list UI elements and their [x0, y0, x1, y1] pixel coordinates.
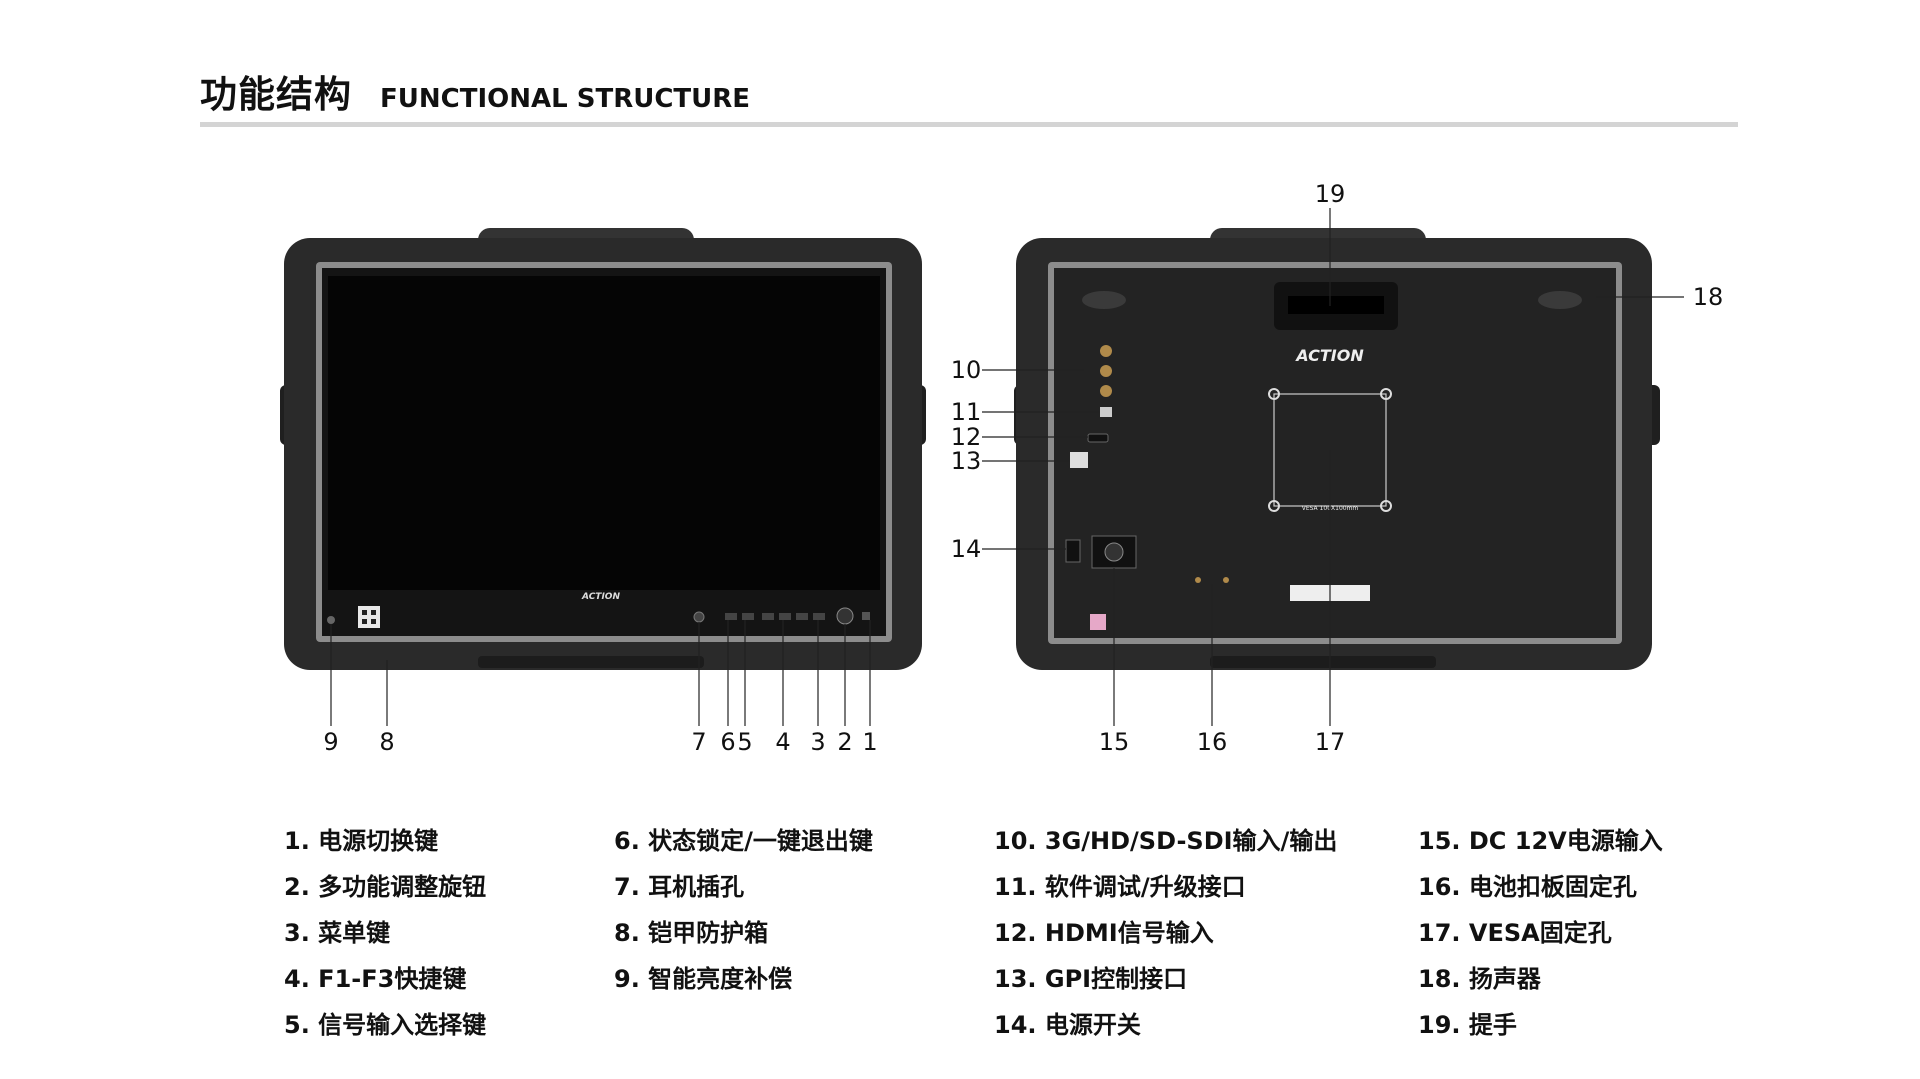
qr-code-icon — [358, 606, 380, 628]
legend-item: 18. 扬声器 — [1418, 965, 1541, 993]
speaker-right-icon — [1538, 291, 1582, 309]
front-brand-logo: ACTION — [581, 592, 620, 602]
front-screen — [328, 276, 880, 590]
page-header: 功能结构 FUNCTIONAL STRUCTURE — [200, 58, 750, 118]
menu-button — [813, 613, 825, 620]
legend-item: 4. F1-F3快捷键 — [284, 965, 467, 993]
gpi-port-icon — [1070, 452, 1088, 468]
legend-item: 9. 智能亮度补偿 — [614, 965, 793, 993]
callout-11: 11 — [951, 398, 982, 426]
back-brand-logo: ACTION — [1294, 346, 1364, 365]
legend-item: 17. VESA固定孔 — [1418, 919, 1612, 947]
legend-column-4: 15. DC 12V电源输入 16. 电池扣板固定孔 17. VESA固定孔 1… — [1418, 818, 1663, 1048]
power-toggle-icon — [1065, 539, 1081, 563]
legend-item: 2. 多功能调整旋钮 — [284, 873, 487, 901]
legend-column-3: 10. 3G/HD/SD-SDI输入/输出 11. 软件调试/升级接口 12. … — [994, 818, 1337, 1048]
sdi-in2-connector-icon — [1100, 365, 1112, 377]
sdi-in-connector-icon — [1100, 345, 1112, 357]
back-callout-lines — [982, 208, 1684, 726]
callout-9: 9 — [323, 728, 338, 756]
callout-5: 5 — [737, 728, 752, 756]
power-switch-icon — [862, 612, 870, 620]
lock-button — [725, 613, 737, 620]
callout-17: 17 — [1315, 728, 1346, 756]
f1-button — [762, 613, 774, 620]
callout-3: 3 — [810, 728, 825, 756]
battery-hole-left-icon — [1195, 577, 1201, 583]
callout-6: 6 — [720, 728, 735, 756]
vesa-hole-icon — [1268, 500, 1280, 512]
back-foot — [1210, 656, 1436, 668]
source-button — [742, 613, 754, 620]
callout-4: 4 — [775, 728, 790, 756]
callout-19: 19 — [1315, 180, 1346, 208]
callout-10: 10 — [951, 356, 982, 384]
legend-item: 12. HDMI信号输入 — [994, 919, 1214, 947]
callout-8: 8 — [379, 728, 394, 756]
legend-item: 11. 软件调试/升级接口 — [994, 873, 1246, 901]
speaker-left-icon — [1082, 291, 1126, 309]
multi-knob-icon — [836, 607, 854, 625]
callout-15: 15 — [1099, 728, 1130, 756]
callout-13: 13 — [951, 447, 982, 475]
back-view: ACTION VESA 100X100mm — [1014, 228, 1660, 670]
callout-7: 7 — [691, 728, 706, 756]
light-sensor-icon — [327, 616, 335, 624]
front-foot — [478, 656, 704, 668]
vesa-hole-icon — [1268, 388, 1280, 400]
vesa-hole-icon — [1380, 388, 1392, 400]
legend-item: 10. 3G/HD/SD-SDI输入/输出 — [994, 827, 1338, 855]
page-title-cn: 功能结构 — [200, 73, 352, 116]
legend-item: 3. 菜单键 — [284, 919, 391, 947]
legend-item: 13. GPI控制接口 — [994, 965, 1188, 993]
battery-hole-right-icon — [1223, 577, 1229, 583]
headphone-jack-icon — [693, 611, 705, 623]
callout-14: 14 — [951, 535, 982, 563]
front-callout-lines — [330, 620, 871, 726]
callout-16: 16 — [1197, 728, 1228, 756]
callout-1: 1 — [862, 728, 877, 756]
legend-item: 8. 铠甲防护箱 — [614, 919, 769, 947]
legend-item: 6. 状态锁定/一键退出键 — [614, 827, 873, 855]
legend-item: 7. 耳机插孔 — [614, 873, 745, 901]
legend-item: 14. 电源开关 — [994, 1011, 1141, 1039]
callout-18: 18 — [1693, 283, 1724, 311]
callout-2: 2 — [837, 728, 852, 756]
legend-item: 5. 信号输入选择键 — [284, 1011, 487, 1039]
product-figure: ACTION 9 8 7 6 5 4 3 2 1 — [280, 180, 1724, 756]
front-view: ACTION — [280, 228, 926, 670]
legend-item: 16. 电池扣板固定孔 — [1418, 873, 1637, 901]
legend-item: 1. 电源切换键 — [284, 827, 439, 855]
vesa-hole-icon — [1380, 500, 1392, 512]
legend-item: 15. DC 12V电源输入 — [1418, 827, 1663, 855]
callout-12: 12 — [951, 423, 982, 451]
sdi-out-connector-icon — [1100, 385, 1112, 397]
page-title-en: FUNCTIONAL STRUCTURE — [380, 84, 751, 114]
legend-column-1: 1. 电源切换键 2. 多功能调整旋钮 3. 菜单键 4. F1-F3快捷键 5… — [284, 818, 486, 1048]
hdmi-port-icon — [1087, 433, 1109, 443]
legend-item: 19. 提手 — [1418, 1011, 1517, 1039]
header-divider — [200, 122, 1738, 127]
pink-label-icon — [1090, 614, 1106, 630]
f2-button — [779, 613, 791, 620]
usb-port-icon — [1100, 407, 1112, 417]
legend-column-2: 6. 状态锁定/一键退出键 7. 耳机插孔 8. 铠甲防护箱 9. 智能亮度补偿 — [614, 818, 873, 1002]
f3-button — [796, 613, 808, 620]
